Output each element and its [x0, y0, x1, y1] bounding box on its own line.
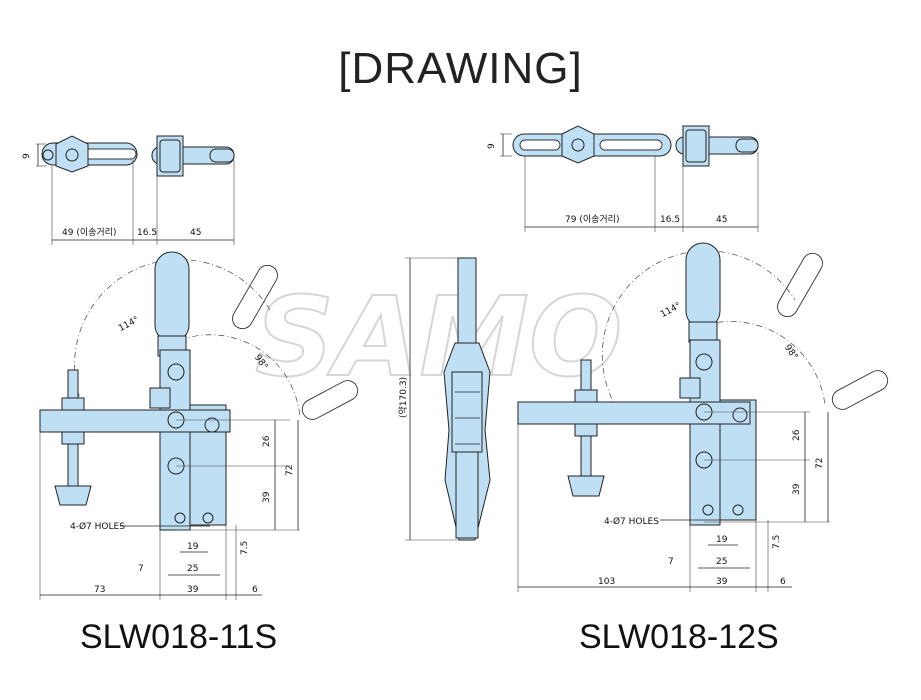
- watermark: SAMO: [255, 273, 622, 401]
- left-holes-label: 4-Ø7 HOLES: [70, 521, 125, 532]
- right-dim-length: 103: [598, 577, 615, 587]
- left-dim-base: 39: [187, 585, 199, 595]
- right-holes-label: 4-Ø7 HOLES: [604, 516, 659, 527]
- right-dim-39: 39: [792, 483, 802, 495]
- left-dim-25: 25: [187, 564, 198, 574]
- left-dim-7: 7: [138, 564, 144, 574]
- right-dim-7-5: 7.5: [772, 535, 782, 549]
- front-view: [405, 257, 491, 541]
- left-dim-72: 72: [285, 465, 295, 476]
- right-dim-6: 6: [780, 577, 786, 587]
- front-height-dim: (약170.3): [397, 377, 409, 418]
- right-dim-7: 7: [668, 557, 674, 567]
- right-top-offset-dim: 16.5: [660, 215, 680, 225]
- page-title: [DRAWING]: [338, 44, 583, 93]
- right-side-view: [517, 242, 889, 592]
- right-top-stroke-dim: 79 (이송거리): [565, 214, 619, 225]
- right-angle-close: 98°: [782, 343, 799, 362]
- right-top-length-dim: 45: [716, 215, 727, 225]
- left-top-offset-dim: 16.5: [137, 228, 157, 238]
- right-top-height-dim: 9: [487, 143, 497, 149]
- left-top-height-dim: 9: [22, 153, 32, 159]
- left-top-stroke-dim: 49 (이송거리): [62, 227, 116, 238]
- right-dim-19: 19: [716, 535, 728, 545]
- left-dim-19: 19: [187, 542, 199, 552]
- left-top-length-dim: 45: [190, 228, 201, 238]
- right-angle-open: 114°: [659, 301, 683, 320]
- model-name-right: SLW018-12S: [579, 618, 779, 656]
- right-dim-base: 39: [716, 577, 728, 587]
- model-name-left: SLW018-11S: [80, 618, 278, 656]
- left-dim-26: 26: [262, 435, 272, 447]
- right-dim-25: 25: [716, 557, 727, 567]
- left-side-view: [39, 251, 359, 600]
- left-dim-39: 39: [262, 491, 272, 503]
- right-dim-26: 26: [792, 429, 802, 441]
- right-top-view: [500, 125, 759, 232]
- right-dim-72: 72: [815, 458, 825, 469]
- left-top-view: [36, 135, 235, 245]
- left-dim-7-5: 7.5: [240, 541, 250, 555]
- left-dim-6: 6: [252, 585, 258, 595]
- left-angle-open: 114°: [117, 315, 141, 334]
- left-dim-length: 73: [94, 585, 105, 595]
